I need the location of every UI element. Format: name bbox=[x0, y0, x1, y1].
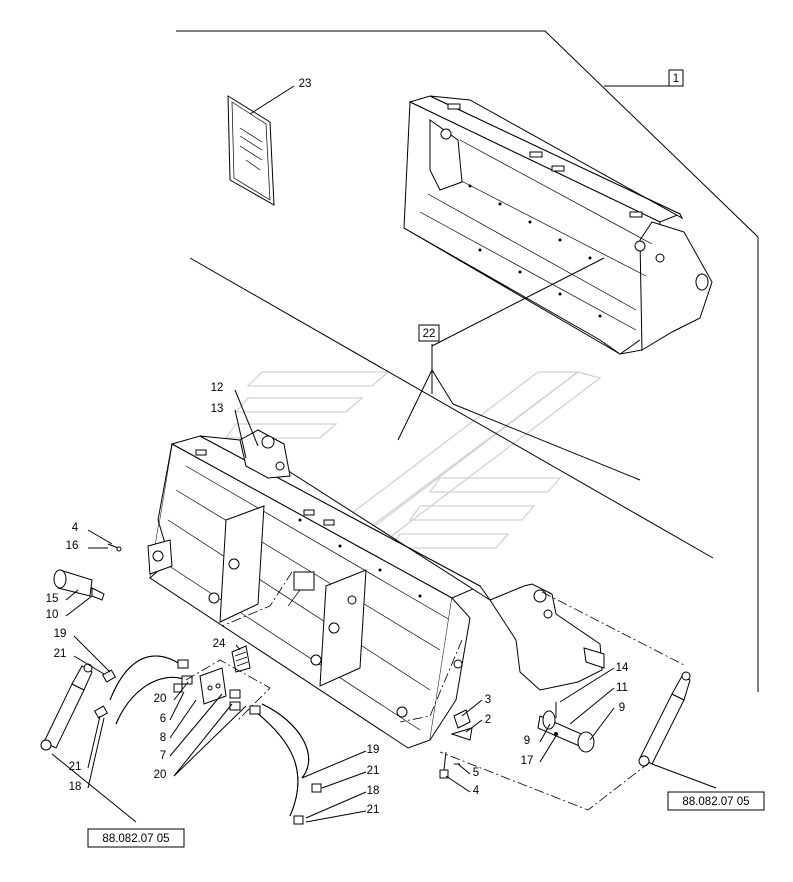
callout-box-c1 bbox=[668, 69, 684, 87]
callout-c9b: 9 bbox=[524, 735, 530, 747]
callout-c2: 2 bbox=[485, 714, 491, 726]
lower-bucket bbox=[147, 429, 605, 749]
reference-text-ref-left: 88.082.07 05 bbox=[102, 833, 169, 845]
callout-c17: 17 bbox=[521, 755, 534, 767]
upper-bucket bbox=[397, 95, 713, 481]
callout-c20b: 20 bbox=[154, 769, 167, 781]
callout-c13: 13 bbox=[211, 403, 224, 415]
callout-c20a: 20 bbox=[154, 693, 167, 705]
callout-labels: 1222312134161510192421206872021181411991… bbox=[46, 69, 684, 816]
callout-c18a: 18 bbox=[69, 781, 82, 793]
callout-c14: 14 bbox=[616, 662, 629, 674]
callout-c4b: 4 bbox=[473, 785, 480, 797]
callout-c16: 16 bbox=[66, 540, 79, 552]
reference-box-ref-left bbox=[87, 828, 185, 848]
callout-c4a: 4 bbox=[72, 522, 79, 534]
hydraulic-hoses bbox=[93, 645, 322, 825]
callout-c19b: 19 bbox=[367, 744, 380, 756]
callout-c10: 10 bbox=[46, 609, 59, 621]
callout-c18b: 18 bbox=[367, 785, 380, 797]
callout-c21a: 21 bbox=[54, 648, 67, 660]
callout-c19a: 19 bbox=[54, 628, 67, 640]
callout-c15: 15 bbox=[46, 593, 59, 605]
callout-leaders bbox=[51, 389, 717, 823]
reference-box-ref-right bbox=[667, 791, 765, 811]
callout-c21d: 21 bbox=[367, 804, 380, 816]
callout-c23: 23 bbox=[299, 78, 312, 90]
manual-booklet bbox=[227, 85, 295, 206]
callout-box-c22 bbox=[418, 324, 440, 342]
reference-text-ref-right: 88.082.07 05 bbox=[682, 796, 749, 808]
callout-c3: 3 bbox=[485, 694, 491, 706]
callout-c24: 24 bbox=[213, 638, 226, 650]
callout-c7: 7 bbox=[160, 750, 166, 762]
reference-ref-right: 88.082.07 05 bbox=[667, 791, 765, 811]
callout-c5: 5 bbox=[473, 767, 479, 779]
reference-ref-left: 88.082.07 05 bbox=[87, 828, 185, 848]
callout-c12: 12 bbox=[211, 382, 224, 394]
small-hardware bbox=[53, 543, 595, 779]
callout-c22: 22 bbox=[423, 328, 436, 340]
callout-c1: 1 bbox=[673, 73, 679, 85]
callout-c21c: 21 bbox=[367, 765, 380, 777]
callout-c11: 11 bbox=[616, 682, 628, 694]
assembly-lines bbox=[185, 571, 687, 811]
reference-labels: 88.082.07 05 88.082.07 05 bbox=[87, 791, 765, 848]
callout-c6: 6 bbox=[160, 713, 166, 725]
callout-c8: 8 bbox=[160, 732, 166, 744]
callout-c21b: 21 bbox=[69, 761, 82, 773]
hydraulic-cylinders bbox=[40, 663, 691, 767]
framing-lines bbox=[176, 30, 759, 692]
callout-c9a: 9 bbox=[619, 702, 625, 714]
